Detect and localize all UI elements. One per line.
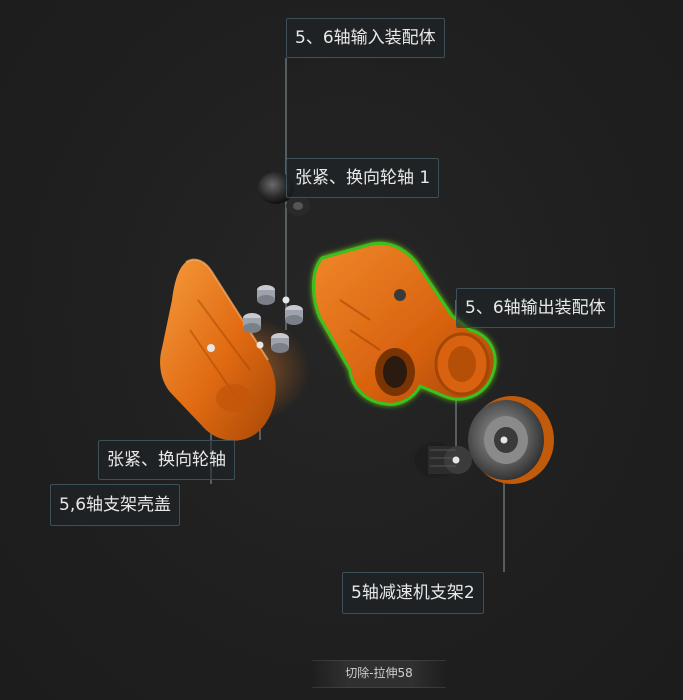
callout-text: 张紧、换向轮轴 1: [295, 168, 431, 188]
anchor-dot: [282, 296, 290, 304]
callout-axis56-output-assembly[interactable]: 5、6轴输出装配体: [456, 288, 615, 328]
operation-label: 切除-拉伸58: [345, 666, 413, 680]
anchor-dot: [452, 456, 460, 464]
callout-text: 5、6轴输出装配体: [465, 298, 606, 318]
operation-status-bar: 切除-拉伸58: [312, 660, 446, 688]
coupling-part[interactable]: [414, 442, 472, 478]
output-assembly-part[interactable]: [312, 241, 497, 406]
tension-wheel-shafts-part[interactable]: [243, 285, 303, 353]
callout-text: 5轴减速机支架2: [351, 583, 475, 603]
input-assembly-part[interactable]: [258, 172, 310, 216]
callout-axis5-reducer-bracket-2[interactable]: 5轴减速机支架2: [342, 572, 484, 614]
callout-text: 5,6轴支架壳盖: [59, 495, 172, 515]
callout-axis56-bracket-cover[interactable]: 5,6轴支架壳盖: [50, 484, 181, 526]
callout-text: 5、6轴输入装配体: [295, 28, 436, 48]
anchor-dot: [500, 436, 508, 444]
callout-tension-wheel-shaft-1[interactable]: 张紧、换向轮轴 1: [286, 158, 440, 198]
anchor-dot: [256, 341, 264, 349]
callout-tension-wheel-shaft[interactable]: 张紧、换向轮轴: [98, 440, 235, 480]
anchor-dot: [207, 344, 215, 352]
callout-text: 张紧、换向轮轴: [107, 450, 226, 470]
reducer-bracket-2-part[interactable]: [468, 396, 554, 484]
bracket-cover-part[interactable]: [160, 258, 276, 441]
callout-axis56-input-assembly[interactable]: 5、6轴输入装配体: [286, 18, 445, 58]
